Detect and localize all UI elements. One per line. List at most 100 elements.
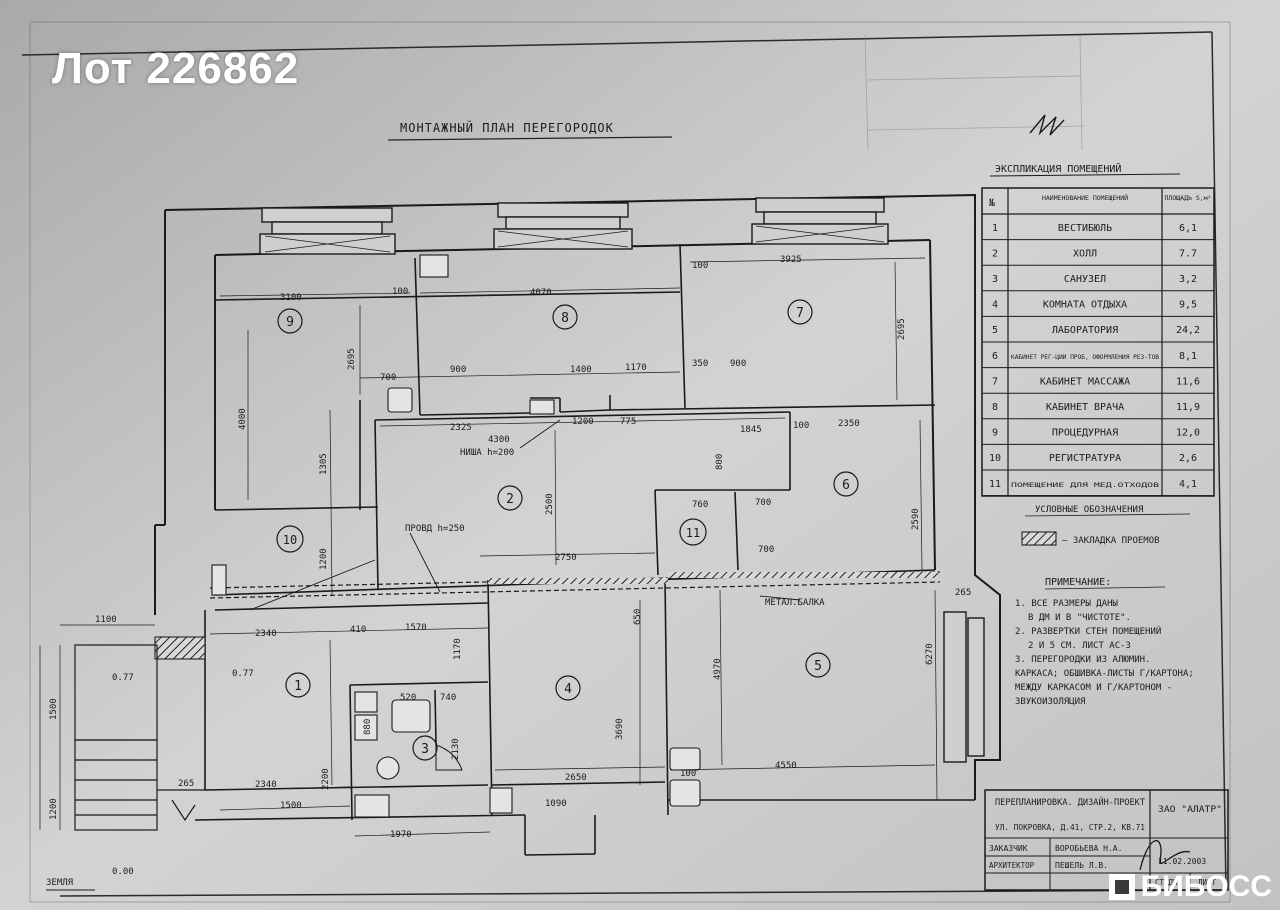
note-line: В ДМ И В "ЧИСТОТЕ".: [1028, 613, 1131, 623]
svg-text:1: 1: [294, 679, 302, 694]
svg-text:3690: 3690: [615, 718, 625, 740]
svg-text:2650: 2650: [565, 773, 587, 783]
brand-logo: БИБОСС: [1108, 870, 1272, 904]
stamp-date: 11.02.2003: [1158, 857, 1206, 866]
stamp-architect: ПЕШЕЛЬ Л.В.: [1055, 861, 1108, 870]
note-line: 3. ПЕРЕГОРОДКИ ИЗ АЛЮМИН.: [1015, 655, 1150, 665]
ground-level: 0.00: [112, 867, 134, 877]
explication-row-n: 3: [992, 274, 998, 285]
brand-logo-icon: [1108, 874, 1135, 900]
svg-text:2500: 2500: [545, 493, 555, 515]
room-3-marker[interactable]: 3: [412, 735, 438, 761]
room-7-marker[interactable]: 7: [787, 299, 813, 325]
svg-text:100: 100: [692, 261, 708, 271]
niche-label: НИША h=200: [460, 448, 514, 458]
signature-mark: [1029, 114, 1065, 136]
svg-text:3: 3: [421, 742, 429, 757]
svg-text:265: 265: [178, 779, 194, 789]
stamp-stage-label: СТАДИЯ: [1155, 878, 1183, 887]
explication-row-area: 24,2: [1176, 325, 1200, 336]
room-2-marker[interactable]: 2: [497, 485, 523, 511]
room-6-marker[interactable]: 6: [833, 471, 859, 497]
explication-row-area: 7.7: [1179, 248, 1197, 259]
explication-row-n: 10: [989, 453, 1001, 464]
svg-text:2750: 2750: [555, 553, 577, 563]
svg-text:2: 2: [506, 492, 514, 507]
note-line: 1. ВСЕ РАЗМЕРЫ ДАНЫ: [1015, 599, 1118, 609]
room-5-marker[interactable]: 5: [805, 652, 831, 678]
room-10-marker[interactable]: 10: [276, 525, 304, 553]
svg-text:700: 700: [380, 373, 396, 383]
legend-hatch-swatch: [1021, 531, 1057, 546]
explication-row-n: 2: [992, 248, 998, 259]
plan-annotations: НИША h=200 ПРОВД h=250 МЕТАЛ.БАЛКА ЗЕМЛЯ…: [46, 448, 825, 888]
room-4-marker[interactable]: 4: [555, 675, 581, 701]
note-line: МЕЖДУ КАРКАСОМ И Г/КАРТОНОМ -: [1015, 683, 1172, 693]
svg-text:2200: 2200: [321, 768, 331, 790]
explication-header-name: НАИМЕНОВАНИЕ ПОМЕЩЕНИЙ: [1042, 193, 1128, 202]
dimension-lines: [39, 257, 938, 837]
room-11-marker[interactable]: 11: [679, 518, 707, 546]
explication-title: ЭКСПЛИКАЦИЯ ПОМЕЩЕНИЙ: [995, 162, 1121, 175]
explication-row-n: 4: [992, 300, 998, 311]
explication-row-name: ПРОЦЕДУРНАЯ: [1052, 428, 1118, 439]
svg-text:1500: 1500: [49, 698, 59, 720]
legend: УСЛОВНЫЕ ОБОЗНАЧЕНИЯ – ЗАКЛАДКА ПРОЕМОВ: [1021, 505, 1191, 546]
svg-text:1100: 1100: [95, 615, 117, 625]
explication-row-name: КАБИНЕТ ВРАЧА: [1046, 402, 1124, 413]
svg-text:100: 100: [793, 421, 809, 431]
dimension-labels: 3100 4070 3925 100 100 700 900 1400 1170…: [95, 255, 971, 840]
explication-row-n: 9: [992, 428, 998, 439]
legend-title: УСЛОВНЫЕ ОБОЗНАЧЕНИЯ: [1035, 505, 1143, 515]
explication-row-area: 2,6: [1179, 453, 1197, 464]
svg-text:1500: 1500: [280, 801, 302, 811]
svg-text:760: 760: [692, 500, 708, 510]
explication-row-n: 1: [992, 223, 998, 234]
svg-text:800: 800: [715, 454, 725, 470]
explication-row-area: 3,2: [1179, 274, 1197, 285]
notes-title: ПРИМЕЧАНИЕ:: [1045, 577, 1111, 588]
note-line: 2. РАЗВЕРТКИ СТЕН ПОМЕЩЕНИЙ: [1015, 625, 1161, 637]
plan-title: МОНТАЖНЫЙ ПЛАН ПЕРЕГОРОДОК: [400, 120, 614, 135]
stamp-sheet-label: ЛИСТ: [1198, 878, 1217, 887]
svg-text:100: 100: [392, 287, 408, 297]
entrance-stairs: [74, 644, 205, 831]
explication-row-name: КОМНАТА ОТДЫХА: [1043, 300, 1127, 311]
room-1-marker[interactable]: 1: [285, 672, 311, 698]
room-9-marker[interactable]: 9: [277, 308, 303, 334]
brand-logo-text: БИБОСС: [1140, 870, 1272, 903]
explication-row-name: ЛАБОРАТОРИЯ: [1052, 325, 1118, 336]
level-mark-b: 0.77: [232, 669, 254, 679]
svg-text:410: 410: [350, 625, 366, 635]
svg-text:5: 5: [814, 659, 822, 674]
svg-text:2340: 2340: [255, 780, 277, 790]
explication-row-area: 6,1: [1179, 223, 1197, 234]
explication-row-name: КАБИНЕТ МАССАЖА: [1040, 376, 1130, 387]
explication-row-area: 12,0: [1176, 428, 1200, 439]
svg-text:1400: 1400: [570, 365, 592, 375]
svg-text:2590: 2590: [911, 508, 921, 530]
svg-text:1170: 1170: [625, 363, 647, 373]
stamp-address: УЛ. ПОКРОВКА, Д.41, СТР.2, КВ.71: [995, 823, 1145, 832]
svg-text:900: 900: [730, 359, 746, 369]
stamp-architect-label: АРХИТЕКТОР: [989, 861, 1035, 870]
svg-text:1970: 1970: [390, 830, 412, 840]
explication-row-name: ХОЛЛ: [1073, 248, 1097, 259]
svg-text:2695: 2695: [897, 318, 907, 340]
svg-text:4550: 4550: [775, 761, 797, 771]
svg-text:9: 9: [286, 315, 294, 330]
svg-text:740: 740: [440, 693, 456, 703]
svg-text:2325: 2325: [450, 423, 472, 433]
sealed-opening-hatch: [154, 636, 206, 660]
svg-text:1170: 1170: [453, 638, 463, 660]
explication-row-n: 5: [992, 325, 998, 336]
explication-row-name: ВЕСТИБЮЛЬ: [1058, 223, 1112, 234]
room-8-marker[interactable]: 8: [552, 304, 578, 330]
stamp-customer: ВОРОБЬЕВА Н.А.: [1055, 844, 1122, 853]
explication-row-area: 9,5: [1179, 300, 1197, 311]
svg-text:1200: 1200: [319, 548, 329, 570]
explication-row-name: САНУЗЕЛ: [1064, 274, 1106, 285]
architect-signature: [1139, 839, 1191, 871]
svg-text:520: 520: [400, 693, 416, 703]
